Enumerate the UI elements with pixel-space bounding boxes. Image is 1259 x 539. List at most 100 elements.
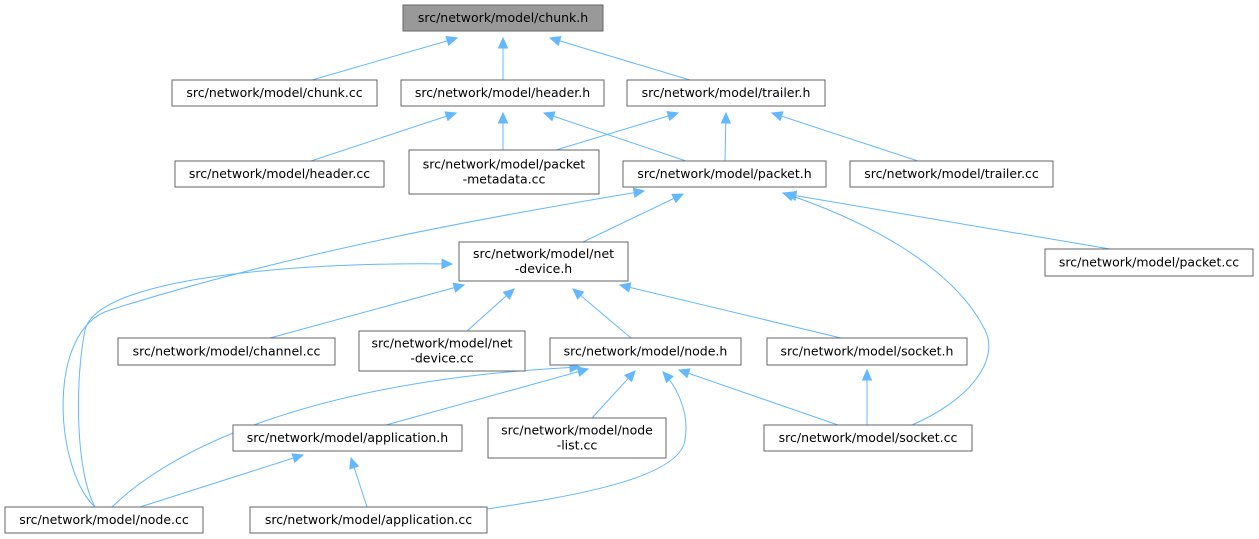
arrowhead-icon — [502, 288, 515, 300]
edge-packet_h-includes-trailer_h — [720, 111, 732, 162]
edge-line — [785, 193, 1111, 250]
arrowhead-icon — [441, 258, 454, 270]
file-node-netdev-cc[interactable]: src/network/model/net-device.cc — [358, 330, 526, 372]
node-box — [402, 4, 604, 32]
edge-node_cc-includes-packet_h — [62, 187, 646, 508]
node-box — [458, 241, 629, 282]
edge-socket_cc-includes-socket_h — [861, 368, 873, 425]
file-node-socket-cc[interactable]: src/network/model/socket.cc — [763, 424, 973, 452]
node-box — [622, 160, 827, 188]
node-label: src/network/model/socket.h — [781, 344, 954, 359]
file-node-socket-h[interactable]: src/network/model/socket.h — [766, 337, 968, 366]
node-label: src/network/model/header.cc — [189, 166, 370, 181]
arrowhead-icon — [572, 288, 585, 300]
edge-netdev_cc-includes-netdev_h — [466, 288, 515, 332]
edge-trailer_cc-includes-trailer_h — [770, 111, 919, 162]
file-node-application-h[interactable]: src/network/model/application.h — [232, 424, 463, 452]
edge-nodelist_cc-includes-node_h — [591, 370, 636, 419]
node-label: -device.cc — [410, 351, 473, 366]
edge-line — [111, 366, 581, 508]
file-node-chunk-cc[interactable]: src/network/model/chunk.cc — [171, 79, 378, 107]
edge-packet_cc-includes-packet_h — [784, 190, 1111, 250]
edge-node_h-includes-netdev_h — [572, 288, 632, 339]
arrowhead-icon — [497, 36, 509, 49]
arrowhead-icon — [497, 111, 509, 124]
arrowhead-icon — [671, 193, 685, 204]
arrowhead-icon — [666, 111, 680, 122]
file-node-pkt-meta-cc[interactable]: src/network/model/packet-metadata.cc — [408, 149, 600, 195]
node-label: src/network/model/header.h — [415, 85, 590, 100]
edge-line — [310, 112, 457, 162]
file-node-header-cc[interactable]: src/network/model/header.cc — [174, 160, 385, 188]
edge-line — [543, 112, 687, 162]
edge-line — [555, 112, 679, 151]
node-label: src/network/model/chunk.h — [418, 10, 588, 25]
file-node-trailer-h[interactable]: src/network/model/trailer.h — [626, 79, 826, 107]
arrowhead-icon — [781, 191, 795, 202]
arrowhead-icon — [542, 111, 556, 122]
arrowhead-icon — [677, 368, 691, 379]
arrowhead-icon — [548, 36, 562, 47]
node-label: src/network/model/net — [371, 336, 512, 351]
node-box — [249, 506, 488, 534]
file-node-node-cc[interactable]: src/network/model/node.cc — [4, 506, 204, 534]
node-label: src/network/model/application.cc — [265, 512, 472, 527]
edge-line — [782, 192, 990, 426]
arrowhead-icon — [720, 111, 732, 124]
edge-header_h-includes-chunk_h — [497, 36, 509, 80]
node-label: src/network/model/trailer.cc — [864, 166, 1039, 181]
node-box — [171, 79, 378, 107]
edge-trailer_h-includes-chunk_h — [548, 36, 691, 81]
edge-line — [619, 284, 842, 339]
edge-socket_cc-includes-packet_h — [781, 191, 990, 426]
file-node-nodelist-cc[interactable]: src/network/model/node-list.cc — [487, 417, 667, 459]
file-node-channel-cc[interactable]: src/network/model/channel.cc — [117, 337, 336, 366]
arrowhead-icon — [662, 371, 674, 384]
edge-application_cc-includes-application_h — [349, 456, 368, 508]
node-label: src/network/model/packet.cc — [1059, 255, 1239, 270]
edge-socket_h-includes-netdev_h — [618, 282, 842, 339]
edge-line — [486, 371, 687, 510]
file-node-packet-cc[interactable]: src/network/model/packet.cc — [1044, 248, 1254, 277]
edge-line — [591, 370, 636, 419]
file-node-application-cc[interactable]: src/network/model/application.cc — [249, 506, 488, 534]
node-box — [766, 337, 968, 366]
arrowhead-icon — [618, 282, 632, 293]
node-label: src/network/model/packet.h — [637, 166, 811, 181]
node-label: -device.h — [515, 261, 572, 276]
edge-application_h-includes-node_h — [385, 366, 590, 426]
edge-layer — [62, 35, 1111, 510]
node-layer: src/network/model/chunk.h src/network/mod… — [4, 4, 1254, 534]
file-node-packet-h[interactable]: src/network/model/packet.h — [622, 160, 827, 188]
node-label: src/network/model/node — [501, 423, 653, 438]
arrowhead-icon — [349, 456, 360, 470]
edge-line — [139, 454, 304, 508]
arrowhead-icon — [576, 366, 590, 377]
node-box — [487, 417, 667, 459]
edge-line — [582, 193, 684, 243]
edge-line — [549, 37, 691, 81]
node-box — [408, 149, 600, 195]
edge-node_cc-includes-netdev_h — [77, 258, 454, 508]
node-box — [626, 79, 826, 107]
node-box — [4, 506, 204, 534]
arrowhead-icon — [452, 282, 466, 293]
node-label: src/network/model/node.cc — [19, 512, 189, 527]
node-box — [358, 330, 526, 372]
node-label: -list.cc — [557, 438, 598, 453]
file-node-trailer-cc[interactable]: src/network/model/trailer.cc — [849, 160, 1054, 188]
node-box — [232, 424, 463, 452]
node-label: src/network/model/channel.cc — [133, 344, 321, 359]
file-node-header-h[interactable]: src/network/model/header.h — [400, 79, 605, 107]
node-box — [1044, 248, 1254, 277]
arrowhead-icon — [623, 370, 636, 383]
node-label: src/network/model/net — [473, 246, 614, 261]
arrowhead-icon — [445, 35, 459, 46]
file-node-node-h[interactable]: src/network/model/node.h — [549, 337, 742, 366]
edge-socket_cc-includes-node_h — [677, 368, 839, 426]
edge-chunk_cc-includes-chunk_h — [311, 35, 459, 81]
file-node-netdev-h[interactable]: src/network/model/net-device.h — [458, 241, 629, 282]
edge-channel_cc-includes-netdev_h — [269, 282, 466, 339]
node-box — [849, 160, 1054, 188]
